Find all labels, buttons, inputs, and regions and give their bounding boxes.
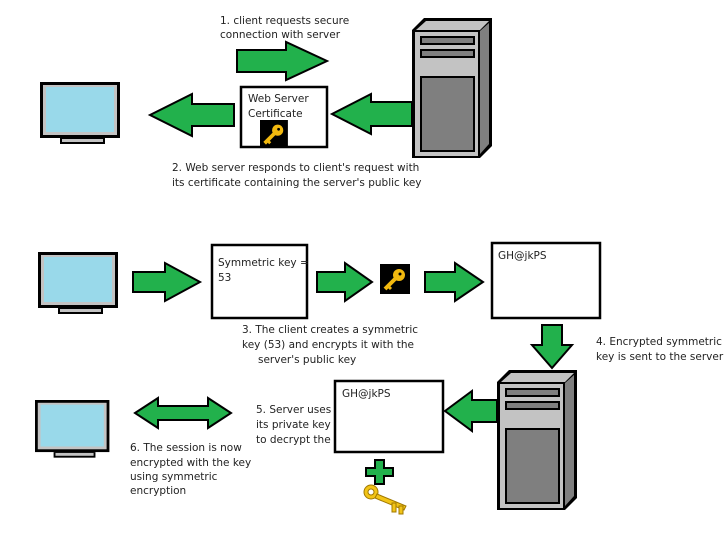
svg-text:key (53) and encrypts it with: key (53) and encrypts it with the: [242, 339, 414, 351]
svg-text:server's public key: server's public key: [258, 354, 356, 366]
decrypt-box: [333, 379, 445, 454]
step4-label: 4. Encrypted symmetric key is sent to th…: [596, 336, 724, 363]
svg-text:its certificate containing the: its certificate containing the server's …: [172, 177, 422, 189]
step6-label: 6. The session is now encrypted with the…: [130, 442, 251, 497]
encrypted-key-box: [490, 241, 602, 320]
svg-text:GH@jkPS: GH@jkPS: [498, 250, 547, 262]
arrow-right-icon: [236, 40, 330, 82]
arrow-left-icon: [329, 92, 413, 136]
key-icon: [378, 262, 412, 296]
plus-icon: [365, 459, 394, 485]
step5-label: 5. Server uses its private key to decryp…: [256, 404, 331, 446]
monitor-icon: [40, 82, 120, 144]
step2-label: 2. Web server responds to client's reque…: [172, 162, 422, 189]
svg-text:encrypted with the key: encrypted with the key: [130, 457, 251, 469]
double-arrow-icon: [133, 396, 233, 430]
monitor-icon: [38, 252, 118, 314]
server-icon: [412, 18, 492, 158]
arrow-left-icon: [443, 389, 498, 433]
monitor-icon: [35, 400, 110, 458]
key-icon: [258, 118, 290, 150]
svg-text:to decrypt the: to decrypt the: [256, 434, 331, 446]
server-icon: [497, 370, 577, 510]
svg-text:53: 53: [218, 272, 231, 284]
arrow-right-icon: [424, 261, 485, 303]
svg-text:Certificate: Certificate: [248, 108, 303, 120]
arrow-down-icon: [529, 324, 575, 370]
symmetric-key-box: [210, 243, 309, 320]
svg-text:5. Server uses: 5. Server uses: [256, 404, 331, 416]
svg-text:1. client requests secure: 1. client requests secure: [220, 15, 349, 27]
arrow-right-icon: [132, 261, 203, 303]
svg-text:its private key: its private key: [256, 419, 331, 431]
arrow-left-icon: [147, 92, 235, 138]
arrow-right-icon: [316, 261, 374, 303]
svg-text:Web Server: Web Server: [248, 93, 309, 105]
svg-text:3. The client creates a symmet: 3. The client creates a symmetric: [242, 324, 418, 336]
svg-text:using symmetric: using symmetric: [130, 471, 218, 483]
svg-text:connection with server: connection with server: [220, 29, 341, 41]
gold-key-icon: [363, 484, 407, 515]
svg-text:key is sent to the server: key is sent to the server: [596, 351, 724, 363]
svg-text:encryption: encryption: [130, 485, 186, 497]
svg-text:4. Encrypted symmetric: 4. Encrypted symmetric: [596, 336, 722, 348]
step3-label: 3. The client creates a symmetric key (5…: [242, 324, 418, 366]
svg-text:2. Web server responds to clie: 2. Web server responds to client's reque…: [172, 162, 419, 174]
svg-text:6. The session is now: 6. The session is now: [130, 442, 242, 454]
step1-label: 1. client requests secure connection wit…: [220, 15, 349, 41]
svg-text:GH@jkPS: GH@jkPS: [342, 388, 391, 400]
svg-text:Symmetric key =: Symmetric key =: [218, 257, 309, 269]
